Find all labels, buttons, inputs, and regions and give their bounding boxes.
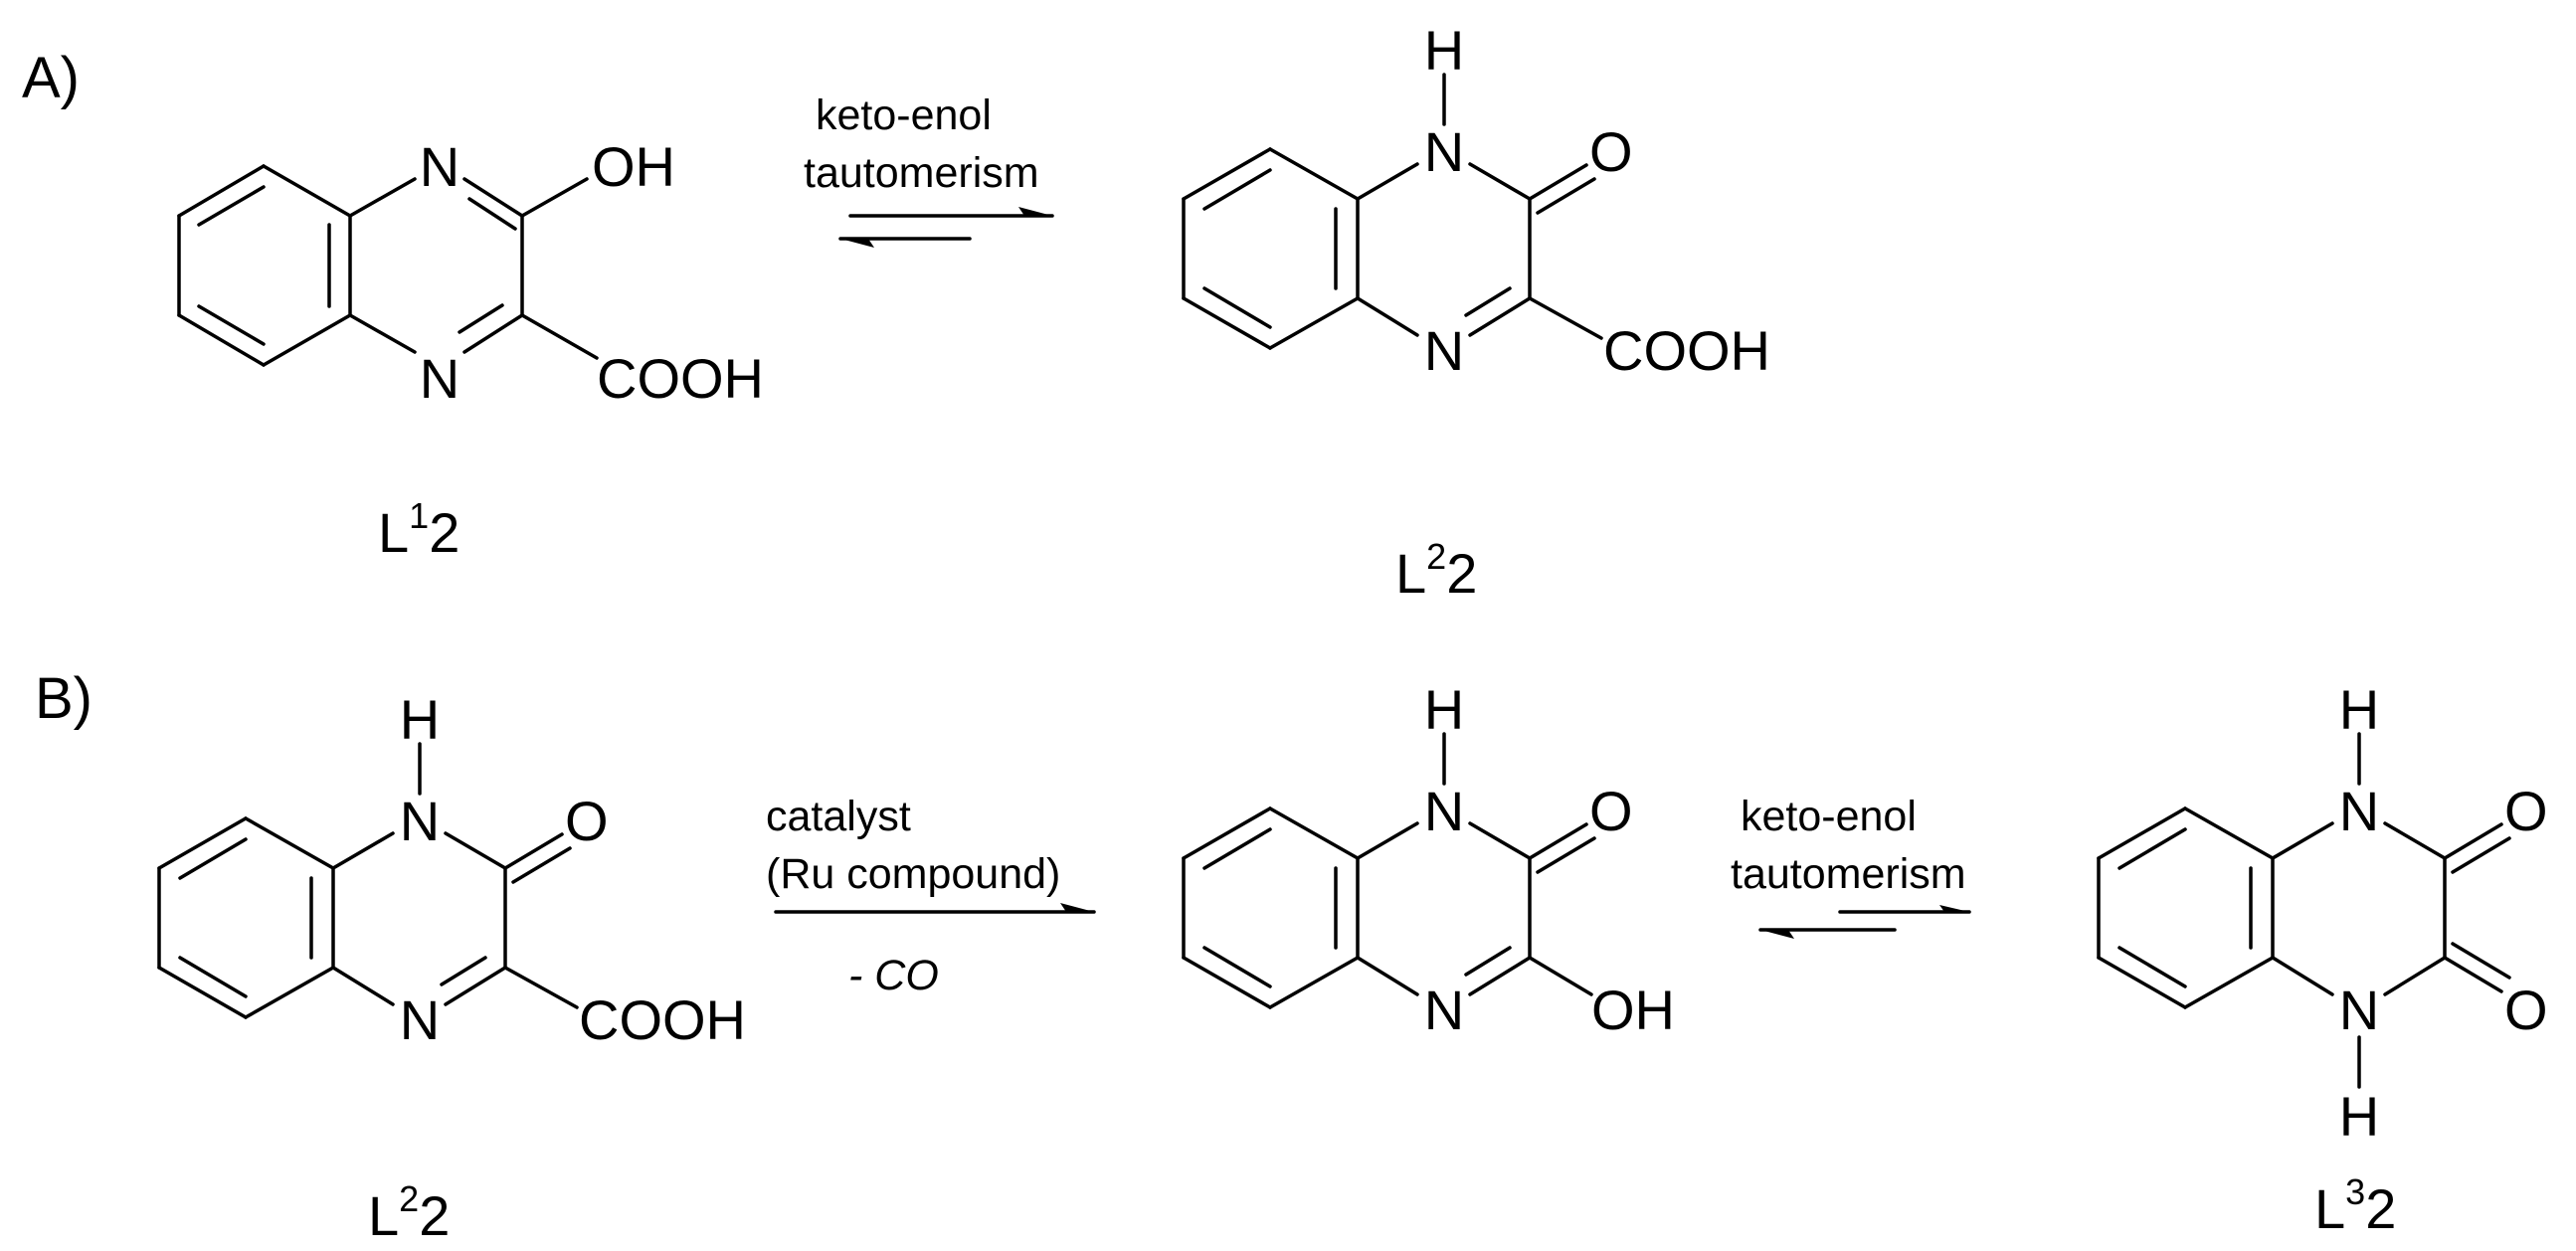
- arrow-label-line2: tautomerism: [804, 149, 1039, 197]
- arrow-label-line1: keto-enol: [816, 91, 992, 139]
- pyrazine-ring: [348, 177, 524, 354]
- hydroxyl-group: OH: [592, 135, 675, 198]
- panel-b-label: B): [35, 666, 92, 731]
- catalyst-name: (Ru compound): [766, 850, 1060, 898]
- molecule-a-right: H N O N COOH: [1182, 19, 1770, 382]
- hydroxyl-group: OH: [1591, 979, 1675, 1041]
- atom-n: N: [420, 347, 460, 410]
- equilibrium-arrow: keto-enol tautomerism: [804, 91, 1054, 248]
- atom-n: N: [1424, 319, 1464, 382]
- carbonyl-bond: [2443, 822, 2503, 860]
- atom-h: H: [1424, 19, 1464, 82]
- pyrazine-ring: [2271, 821, 2447, 996]
- benzene-ring: [1182, 806, 1360, 1009]
- benzene-ring: [1182, 147, 1360, 350]
- atom-o: O: [2504, 780, 2548, 842]
- compound-label: L12: [378, 495, 460, 564]
- atom-o: O: [1589, 120, 1633, 183]
- atom-n: N: [400, 790, 440, 852]
- molecule-b-left: H N O N COOH: [157, 688, 746, 1051]
- arrow-label-line2: tautomerism: [1731, 850, 1966, 898]
- equilibrium-arrow: keto-enol tautomerism: [1731, 793, 1971, 939]
- atom-h: H: [2339, 678, 2379, 741]
- compound-label: L22: [368, 1178, 450, 1247]
- carboxyl-group: COOH: [579, 988, 746, 1051]
- atom-n: N: [420, 135, 460, 198]
- carboxyl-group: COOH: [1603, 319, 1770, 382]
- compound-label: L32: [2314, 1171, 2396, 1240]
- compound-label: L22: [1395, 536, 1477, 605]
- molecule-b-right: H N O N O H: [2097, 678, 2548, 1148]
- atom-o: O: [1589, 780, 1633, 842]
- c-cooh-bond: [503, 966, 579, 1009]
- arrow-label-line1: keto-enol: [1741, 793, 1917, 840]
- byproduct-label: - CO: [848, 952, 939, 999]
- carbonyl-bond: [1528, 163, 1588, 201]
- c-oh-bond: [520, 177, 589, 218]
- molecule-a-left: N N OH COOH: [177, 135, 764, 410]
- atom-h: H: [2339, 1085, 2379, 1148]
- atom-n: N: [1424, 780, 1464, 842]
- carbonyl-bond: [1528, 822, 1588, 860]
- atom-h: H: [400, 688, 440, 751]
- pyrazine-ring: [1356, 162, 1532, 337]
- atom-n: N: [2339, 979, 2379, 1041]
- atom-n: N: [1424, 979, 1464, 1041]
- panel-a-label: A): [22, 46, 80, 110]
- atom-h: H: [1424, 678, 1464, 741]
- benzene-ring: [157, 816, 335, 1019]
- benzene-ring: [177, 164, 352, 367]
- carbonyl-bond: [503, 832, 564, 870]
- atom-n: N: [400, 988, 440, 1051]
- carboxyl-group: COOH: [597, 347, 764, 410]
- catalyst-label: catalyst: [766, 793, 911, 840]
- pyrazine-ring: [331, 831, 507, 1006]
- atom-n: N: [1424, 120, 1464, 183]
- pyrazine-ring: [1356, 821, 1532, 996]
- reaction-arrow: catalyst (Ru compound) - CO: [766, 793, 1096, 999]
- molecule-b-middle: H N O N OH: [1182, 678, 1675, 1041]
- c-cooh-bond: [1528, 296, 1603, 340]
- atom-o: O: [2504, 979, 2548, 1041]
- carbonyl-bond: [2443, 956, 2503, 993]
- atom-o: O: [565, 790, 609, 852]
- benzene-ring: [2097, 806, 2275, 1009]
- atom-n: N: [2339, 780, 2379, 842]
- c-cooh-bond: [520, 313, 599, 360]
- c-oh-bond: [1528, 956, 1593, 996]
